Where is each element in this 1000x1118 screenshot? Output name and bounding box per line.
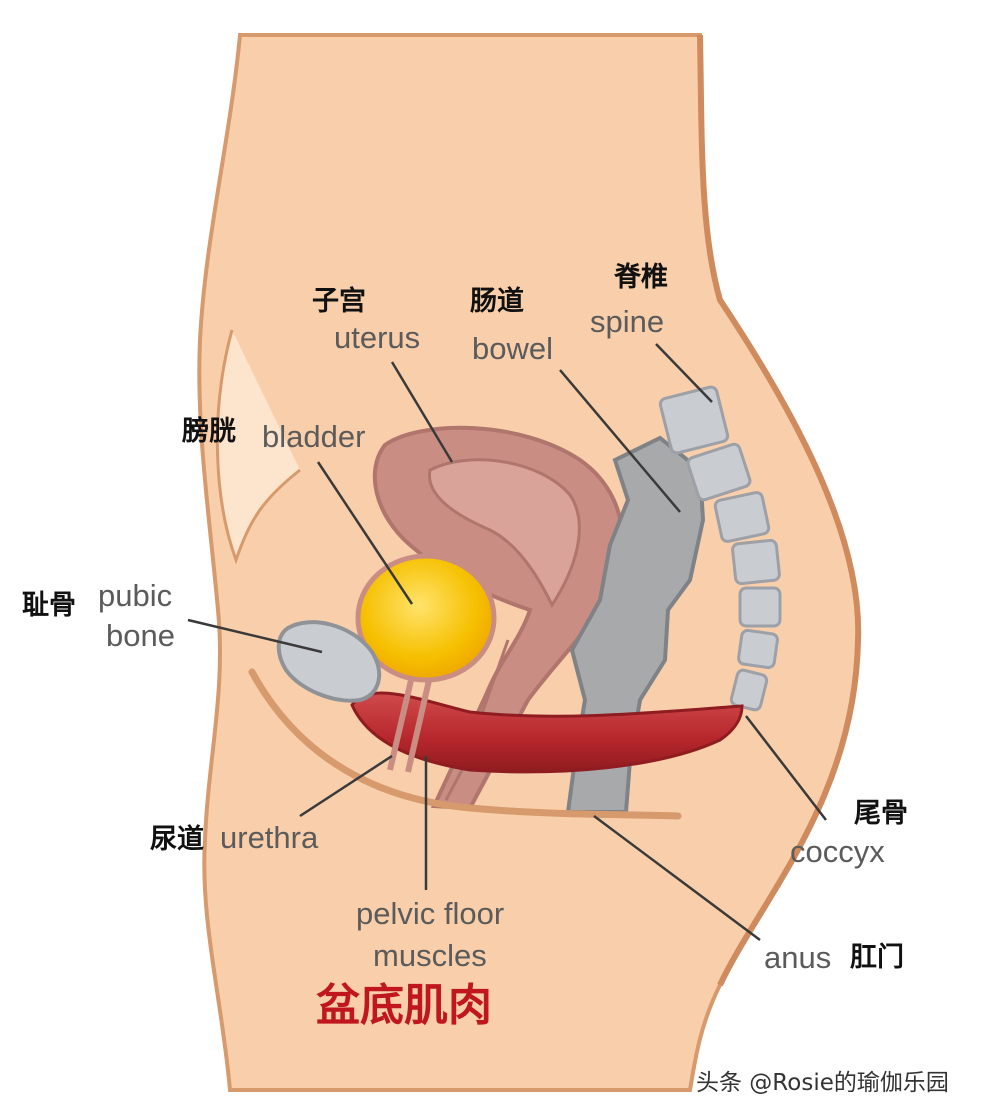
- leader-uterus: [390, 361, 454, 463]
- bladder-shape: [355, 553, 497, 683]
- spine-column: [658, 385, 782, 712]
- bladder-label-en: bladder: [262, 419, 366, 454]
- pelvic-base-line: [248, 668, 682, 820]
- urethra-label-zh: 尿道: [150, 824, 204, 855]
- watermark-text: 头条 @Rosie的瑜伽乐园: [696, 1070, 949, 1096]
- spine-label-en: spine: [590, 304, 665, 339]
- belly-fold: [215, 329, 301, 565]
- anus-label-en: anus: [764, 940, 832, 975]
- leader-urethra: [299, 754, 393, 818]
- pubic-bone-label-zh: 耻骨: [22, 590, 76, 621]
- spine-label-zh: 脊椎: [614, 262, 668, 293]
- leader-pubic-bone: [187, 618, 323, 654]
- bowel-label-en: bowel: [472, 331, 553, 366]
- bladder-label-zh: 膀胱: [182, 416, 236, 447]
- pelvic-floor-label-1: pelvic floor: [356, 896, 505, 931]
- anus-label-zh: 肛门: [850, 942, 904, 973]
- back-edge: [697, 34, 862, 987]
- leader-bowel: [559, 369, 681, 513]
- diagram-title: 盆底肌肉: [316, 980, 492, 1031]
- uterus-label-zh: 子宫: [312, 286, 366, 317]
- urethra-label-en: urethra: [220, 820, 319, 855]
- leader-coccyx: [745, 715, 827, 821]
- pubic-bone-label-en-1: pubic: [98, 578, 173, 613]
- uterus-cavity: [428, 458, 581, 609]
- bowel-label-zh: 肠道: [470, 286, 524, 317]
- coccyx-label-en: coccyx: [790, 834, 885, 869]
- coccyx-label-zh: 尾骨: [854, 798, 908, 829]
- pelvic-floor-label-2: muscles: [373, 938, 487, 973]
- leader-spine: [655, 343, 713, 403]
- pubic-bone-shape: [276, 620, 382, 703]
- leader-bladder: [316, 461, 414, 605]
- uterus-label-en: uterus: [334, 320, 421, 355]
- pelvic-floor-muscle: [350, 691, 744, 774]
- urethra-tube: [387, 675, 433, 773]
- leader-anus: [593, 814, 761, 942]
- pubic-bone-label-en-2: bone: [106, 618, 175, 653]
